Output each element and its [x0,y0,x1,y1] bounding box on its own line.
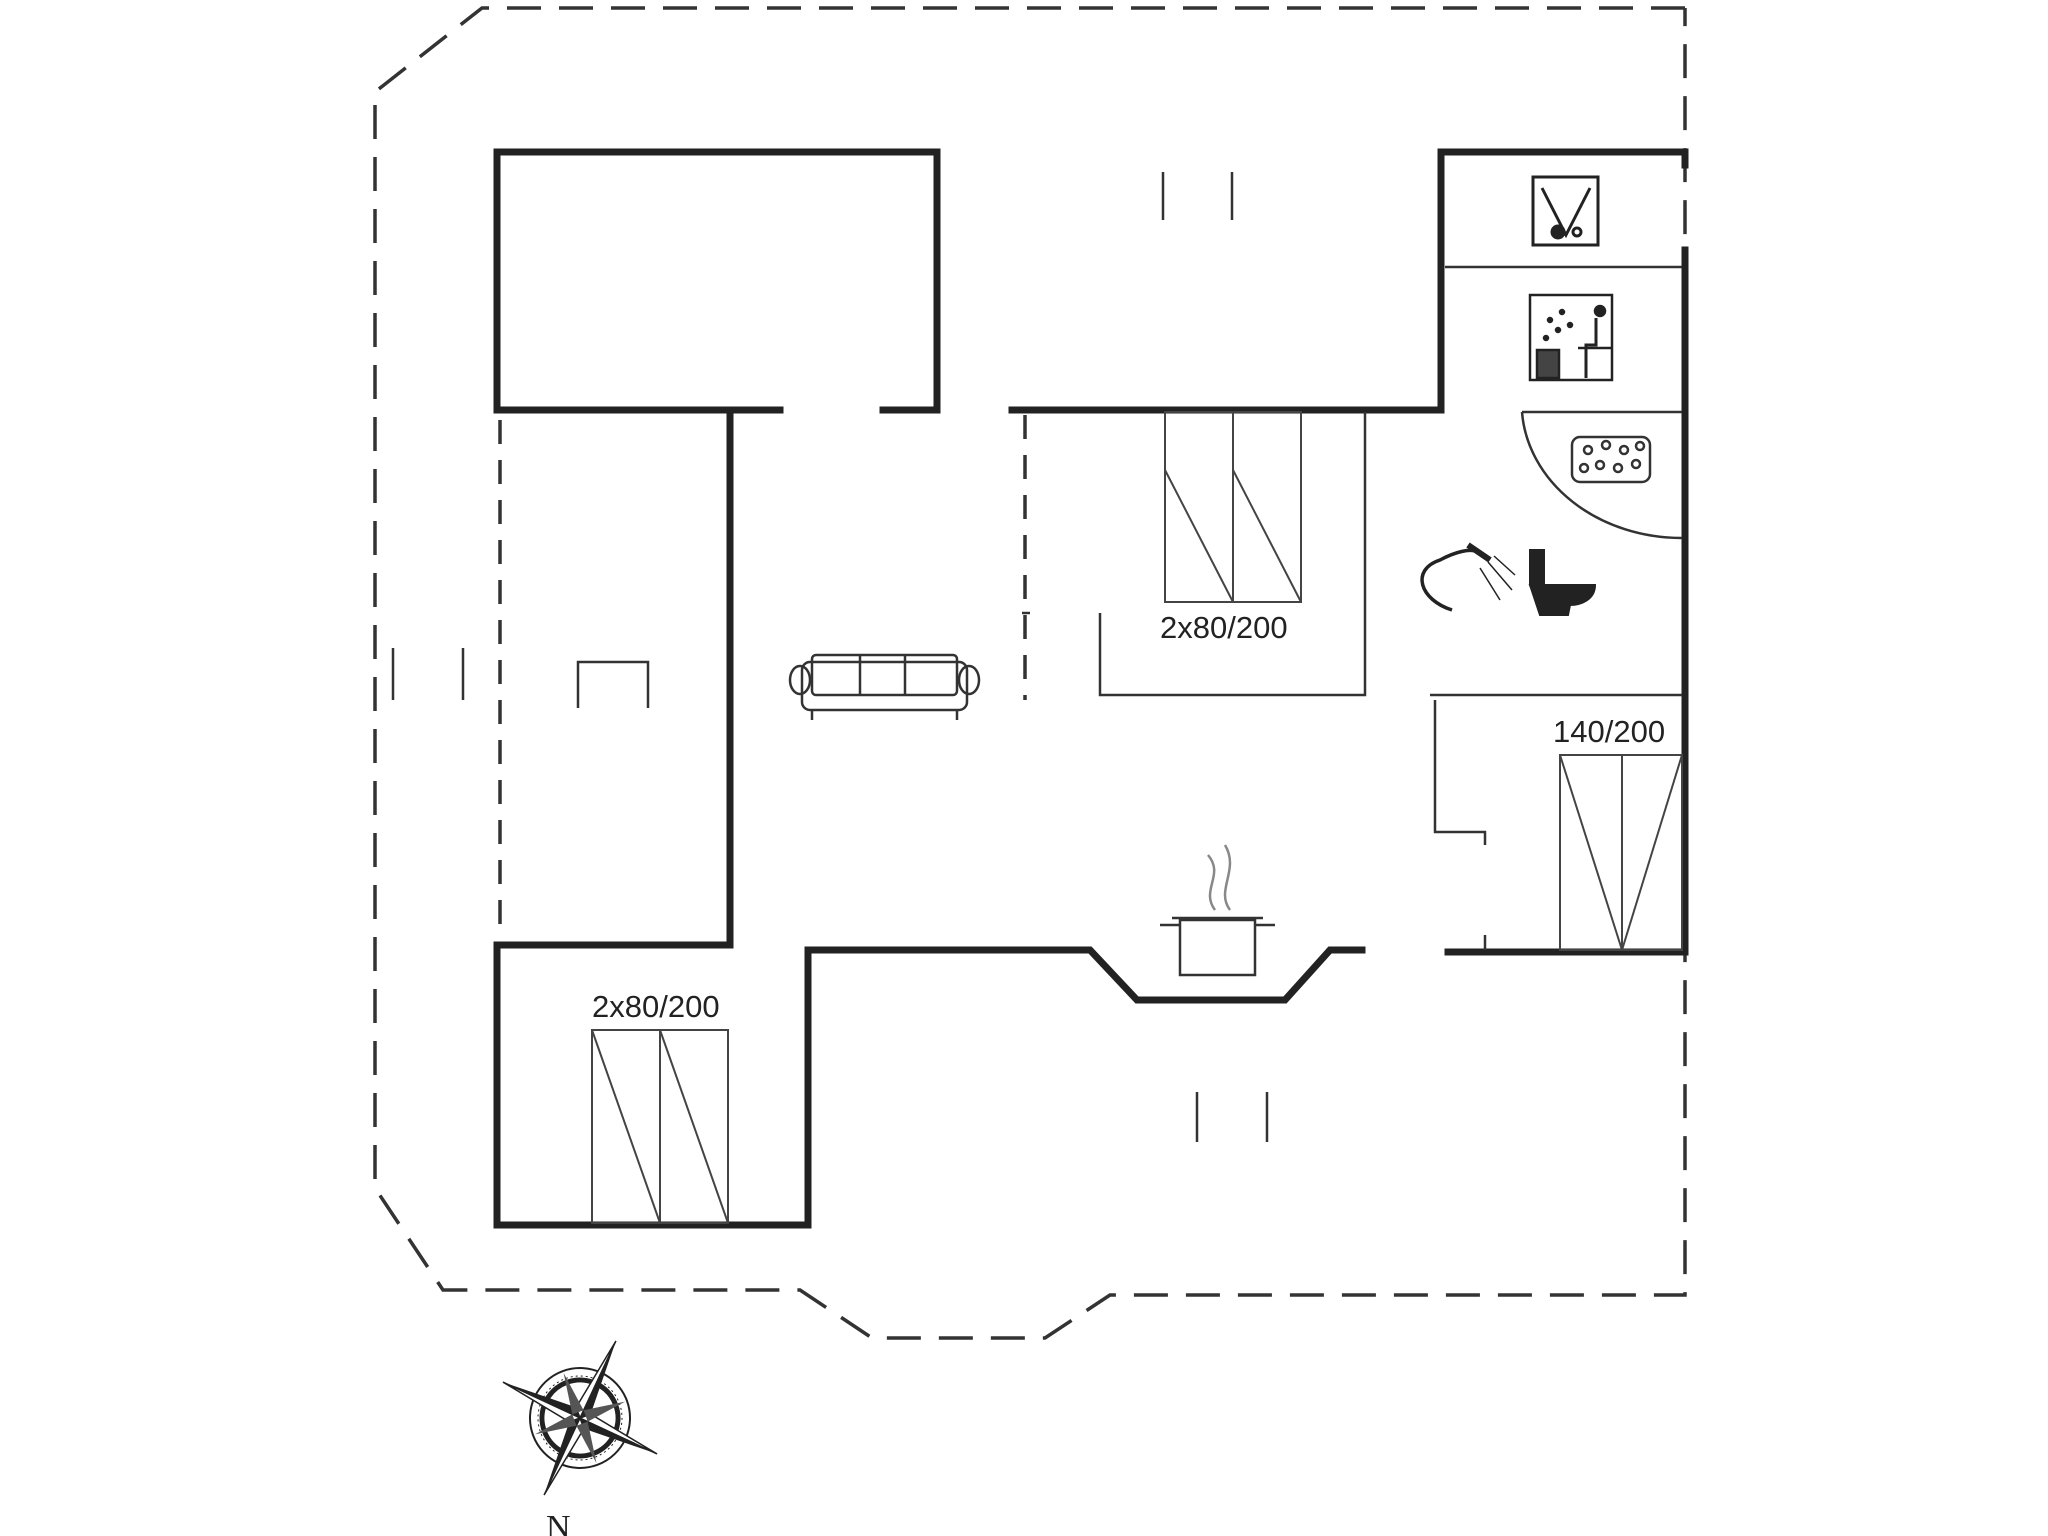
terrace-outline [373,6,1687,1340]
interior-dashed-lines [498,415,1027,940]
sofa-icon [788,653,981,720]
bed-right-bedroom [1559,754,1683,951]
compass-rose-icon [502,1340,658,1496]
walls [493,148,1689,1229]
marker-pairs [391,172,1269,1142]
bed-label-right: 140/200 [1553,714,1665,749]
bed-center-bedroom [1164,411,1302,603]
sauna-icon [1528,293,1614,382]
bed-bottom-left-bedroom [591,1029,729,1224]
bed-label-bottom-left: 2x80/200 [592,989,720,1024]
cooking-pot-icon [1160,844,1275,977]
bed-label-center: 2x80/200 [1160,610,1288,645]
toilet-icon [1528,549,1597,616]
washing-machine-icon [1531,175,1600,247]
partitions [1022,265,1683,950]
spa-bath-icon [1570,435,1652,484]
compass-north-label: N [546,1509,571,1536]
table-outline [576,660,650,708]
shower-icon [1420,542,1516,612]
